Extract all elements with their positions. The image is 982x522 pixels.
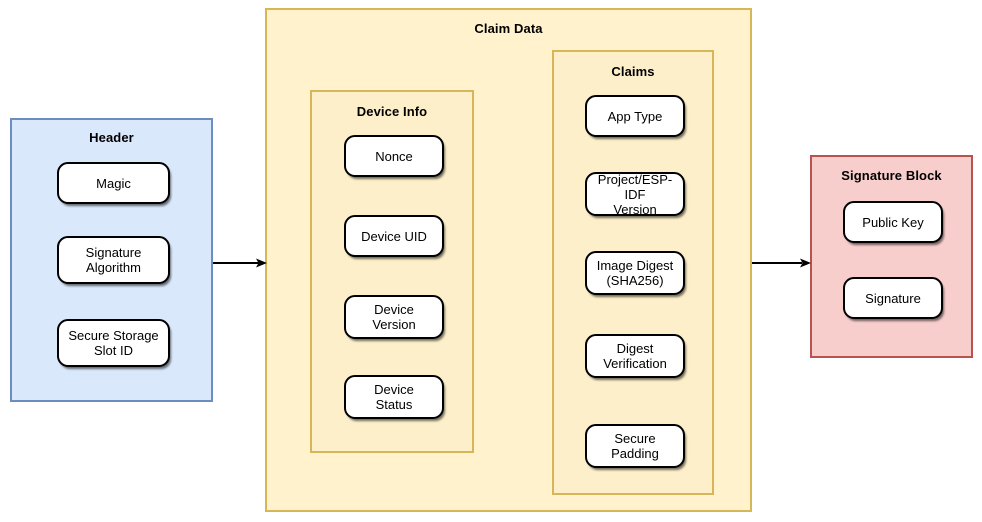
group-device-info-title: Device Info <box>356 104 428 119</box>
node-device-uid[interactable]: Device UID <box>344 215 444 257</box>
node-magic[interactable]: Magic <box>57 162 170 204</box>
node-nonce[interactable]: Nonce <box>344 135 444 177</box>
arrow-header-to-claim-data <box>213 257 268 269</box>
group-claim-data-title: Claim Data <box>474 21 543 36</box>
node-device-version[interactable]: Device Version <box>344 295 444 339</box>
node-digest-verification[interactable]: Digest Verification <box>585 334 685 378</box>
node-image-digest-sha256[interactable]: Image Digest (SHA256) <box>585 251 685 295</box>
group-signature-block[interactable]: Signature Block Public Key Signature <box>810 155 973 358</box>
node-app-type[interactable]: App Type <box>585 95 685 137</box>
node-device-status[interactable]: Device Status <box>344 375 444 419</box>
node-public-key[interactable]: Public Key <box>843 201 943 243</box>
node-project-esp-idf-version[interactable]: Project/ESP-IDF Version <box>585 172 685 217</box>
group-claims[interactable]: Claims App Type Project/ESP-IDF Version … <box>552 50 714 495</box>
node-secure-storage-slot-id[interactable]: Secure Storage Slot ID <box>57 319 170 367</box>
group-signature-block-title: Signature Block <box>841 168 942 183</box>
group-header[interactable]: Header Magic Signature Algorithm Secure … <box>10 118 213 402</box>
group-claim-data[interactable]: Claim Data Device Info Nonce Device UID … <box>265 8 752 512</box>
group-claims-title: Claims <box>611 64 655 79</box>
node-signature[interactable]: Signature <box>843 277 943 319</box>
group-header-title: Header <box>89 130 134 145</box>
node-signature-algorithm[interactable]: Signature Algorithm <box>57 236 170 284</box>
node-secure-padding[interactable]: Secure Padding <box>585 424 685 468</box>
group-device-info[interactable]: Device Info Nonce Device UID Device Vers… <box>310 90 474 453</box>
arrow-claim-data-to-signature-block <box>752 257 812 269</box>
